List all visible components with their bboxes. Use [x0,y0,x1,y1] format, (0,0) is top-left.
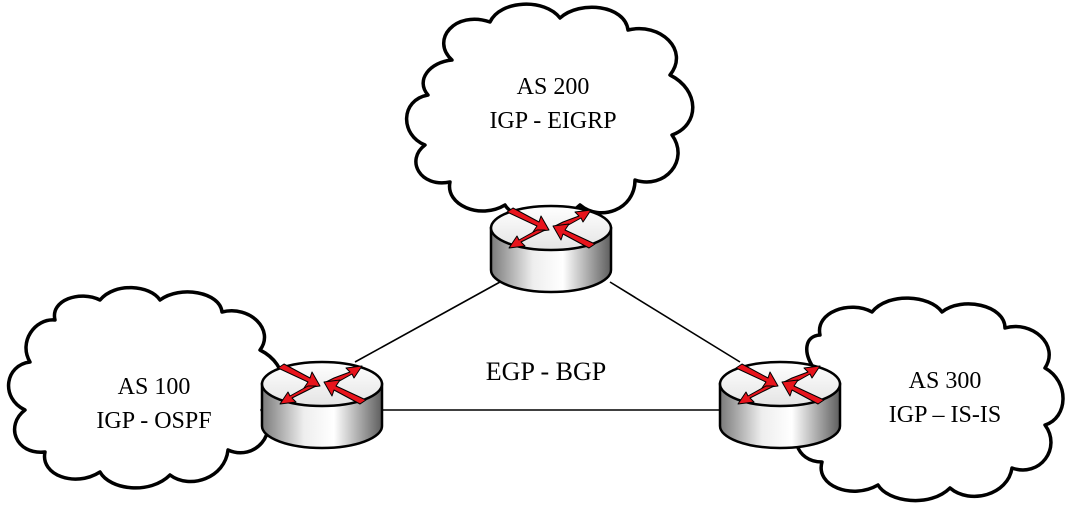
as300-name: AS 300 [909,368,982,394]
link-as200-as300 [609,281,741,363]
as200-igp: IGP - EIGRP [489,108,616,134]
as200-name: AS 200 [517,74,590,100]
router-icon-as100 [260,360,384,450]
cloud-icon-as200 [404,2,695,221]
link-as200-as100 [354,281,501,363]
as100-name: AS 100 [118,374,191,400]
cloud-icon-as100 [7,285,285,490]
egp-label: EGP - BGP [486,357,606,386]
as100-igp: IGP - OSPF [96,408,211,434]
as300-igp: IGP – IS-IS [889,402,1001,428]
router-icon-as200 [489,204,613,294]
router-icon-as300 [718,360,842,450]
